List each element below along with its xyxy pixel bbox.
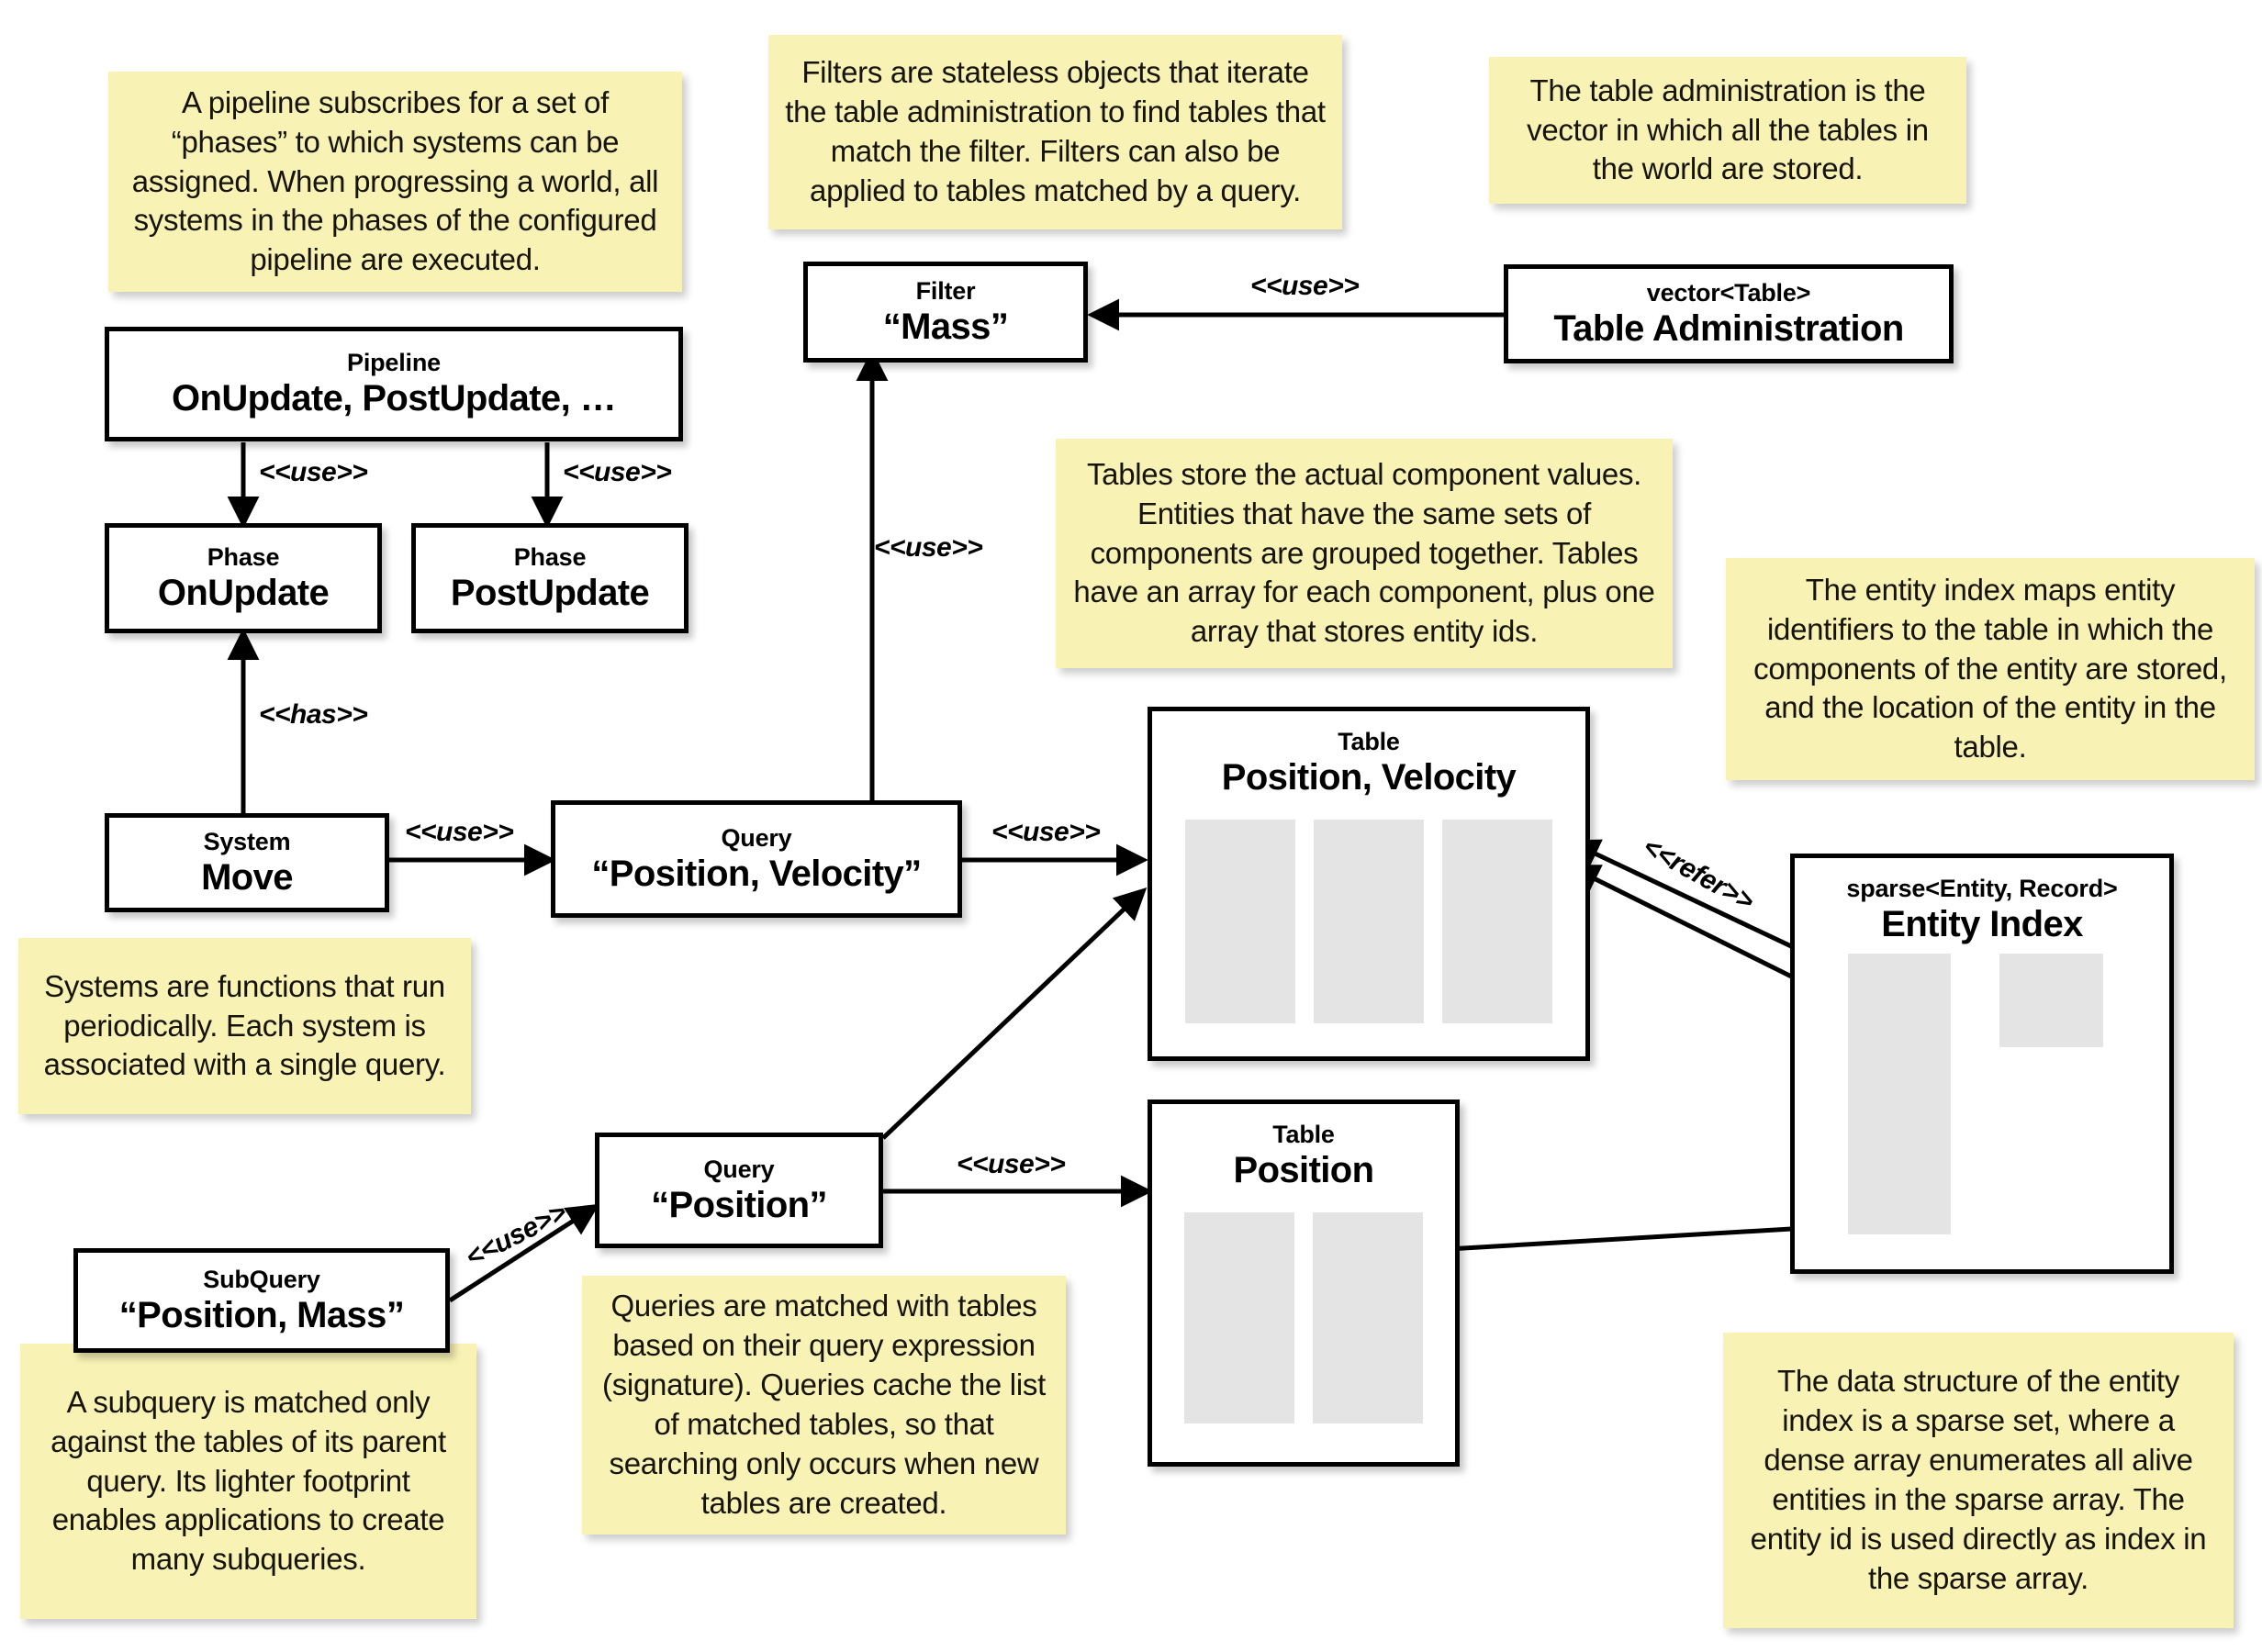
box-subquery-position-mass-title: “Position, Mass” [118, 1294, 405, 1335]
table-position-columns [1152, 1212, 1455, 1423]
entity-index-sparse-array [1848, 954, 1951, 1234]
box-system-move-title: Move [201, 856, 293, 898]
box-pipeline-title: OnUpdate, PostUpdate, … [171, 378, 617, 419]
edge-label-query-filter: <<use>> [874, 532, 983, 563]
box-entity-index[interactable]: sparse<Entity, Record> Entity Index [1790, 854, 2174, 1274]
box-subquery-position-mass[interactable]: SubQuery “Position, Mass” [73, 1248, 450, 1353]
edge-label-tableadmin-filter: <<use>> [1250, 271, 1360, 301]
box-entity-index-stereotype: sparse<Entity, Record> [1846, 875, 2118, 902]
note-entity-index: The entity index maps entity identifiers… [1726, 558, 2255, 780]
table-column [1314, 820, 1424, 1023]
box-table-position-velocity-stereotype: Table [1338, 728, 1400, 755]
box-table-position-stereotype: Table [1272, 1121, 1335, 1148]
note-filter: Filters are stateless objects that itera… [768, 35, 1342, 229]
box-phase-postupdate-stereotype: Phase [513, 542, 587, 571]
box-table-administration[interactable]: vector<Table> Table Administration [1504, 264, 1954, 363]
box-table-position-velocity[interactable]: Table Position, Velocity [1148, 707, 1590, 1061]
note-table-administration: The table administration is the vector i… [1489, 57, 1966, 204]
box-pipeline[interactable]: Pipeline OnUpdate, PostUpdate, … [105, 327, 683, 441]
box-phase-postupdate-title: PostUpdate [450, 572, 650, 613]
note-tables: Tables store the actual component values… [1056, 439, 1673, 668]
box-query-position-velocity-title: “Position, Velocity” [591, 853, 922, 894]
box-phase-postupdate[interactable]: Phase PostUpdate [411, 523, 689, 633]
box-phase-onupdate-stereotype: Phase [207, 542, 280, 571]
edge-label-queryp-tablep: <<use>> [957, 1149, 1066, 1179]
note-systems: Systems are functions that run periodica… [18, 938, 471, 1114]
box-table-position-title: Position [1233, 1149, 1375, 1190]
edge-label-system-phase: <<has>> [259, 699, 368, 730]
entity-index-dense-array [1999, 954, 2103, 1047]
box-system-move[interactable]: System Move [105, 813, 389, 912]
box-subquery-position-mass-stereotype: SubQuery [203, 1265, 320, 1293]
table-column [1313, 1212, 1423, 1423]
edge-queryp-tablepv [881, 887, 1148, 1140]
box-query-position[interactable]: Query “Position” [595, 1133, 883, 1248]
box-query-position-velocity-stereotype: Query [721, 823, 792, 852]
box-query-position-velocity[interactable]: Query “Position, Velocity” [551, 800, 962, 918]
box-table-position[interactable]: Table Position [1148, 1099, 1460, 1467]
table-column [1185, 820, 1295, 1023]
note-queries: Queries are matched with tables based on… [582, 1276, 1066, 1535]
box-pipeline-stereotype: Pipeline [347, 349, 441, 377]
box-table-position-velocity-title: Position, Velocity [1221, 756, 1517, 798]
box-filter-mass-stereotype: Filter [915, 276, 976, 305]
table-column [1184, 1212, 1294, 1423]
box-entity-index-title: Entity Index [1881, 903, 2083, 944]
edge-label-pipeline-onupdate: <<use>> [259, 457, 368, 487]
box-phase-onupdate[interactable]: Phase OnUpdate [105, 523, 382, 633]
edge-label-querypv-tablepv: <<use>> [991, 817, 1101, 847]
box-system-move-stereotype: System [203, 827, 291, 855]
table-position-velocity-columns [1152, 820, 1585, 1023]
box-query-position-stereotype: Query [703, 1155, 775, 1183]
edge-label-entityindex-table: <<refer>> [1638, 832, 1759, 918]
box-filter-mass-title: “Mass” [882, 306, 1009, 347]
table-column [1442, 820, 1552, 1023]
edge-label-pipeline-postupdate: <<use>> [563, 457, 672, 487]
note-pipeline: A pipeline subscribes for a set of “phas… [108, 72, 682, 292]
edge-label-system-query: <<use>> [405, 817, 514, 847]
note-subquery: A subquery is matched only against the t… [20, 1344, 476, 1619]
edge-label-subquery-query: <<use>> [461, 1197, 572, 1274]
box-query-position-title: “Position” [651, 1184, 827, 1225]
box-filter-mass[interactable]: Filter “Mass” [803, 262, 1088, 363]
box-phase-onupdate-title: OnUpdate [157, 572, 330, 613]
box-table-administration-title: Table Administration [1553, 307, 1904, 349]
note-sparse-set: The data structure of the entity index i… [1723, 1333, 2234, 1628]
edge-entityindex-tablep [1427, 1225, 1808, 1265]
box-table-administration-stereotype: vector<Table> [1646, 278, 1811, 307]
